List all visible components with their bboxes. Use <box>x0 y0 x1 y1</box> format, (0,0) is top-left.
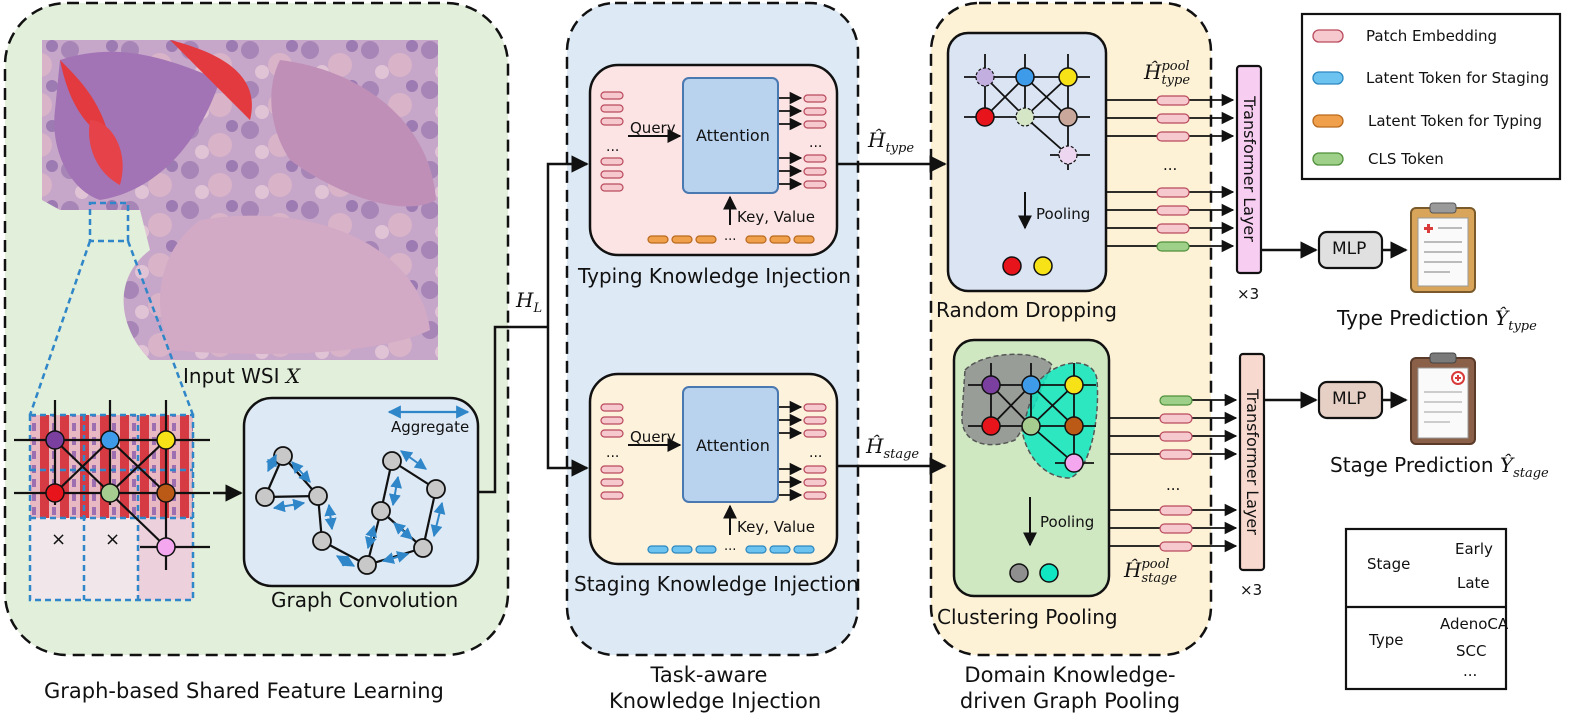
mlp-type <box>1317 230 1384 270</box>
legend-label-cls: CLS Token <box>1368 150 1444 168</box>
type-report-icon <box>1410 202 1476 293</box>
type-prediction-label: Type Prediction Ŷtype <box>1337 306 1537 334</box>
mlp-type-label: MLP <box>1332 239 1367 259</box>
legend-box <box>1300 12 1562 181</box>
typing-right-tokens <box>803 94 827 189</box>
stage-token-dots: ... <box>1166 476 1181 494</box>
pooling-title-line2: driven Graph Pooling <box>959 689 1181 714</box>
legend-label-typing: Latent Token for Typing <box>1368 112 1543 130</box>
table-stage-late: Late <box>1457 574 1490 592</box>
mlp-stage <box>1317 380 1384 420</box>
staging-right-tokens <box>803 403 827 500</box>
staging-latent-tokens <box>647 545 815 554</box>
typing-right-dots: ... <box>809 135 823 151</box>
h-stage-label: Ĥstage <box>866 434 920 462</box>
stage-prediction-label: Stage Prediction Ŷstage <box>1330 453 1549 481</box>
typing-key-value-label: Key, Value <box>737 208 815 226</box>
staging-left-dots: ... <box>606 445 620 461</box>
injection-section-title: Task-aware Knowledge Injection <box>609 662 822 715</box>
typing-injection-label: Typing Knowledge Injection <box>578 264 851 288</box>
legend-swatch-2 <box>1312 114 1344 128</box>
staging-attention-label: Attention <box>696 436 770 455</box>
staging-right-dots: ... <box>809 445 823 461</box>
table-type-adenoca: AdenoCA <box>1440 615 1509 633</box>
typing-left-dots: ... <box>606 139 620 155</box>
graph-conv-label: Graph Convolution <box>271 588 459 612</box>
legend-swatch-0 <box>1312 29 1344 43</box>
staging-injection-label: Staging Knowledge Injection <box>574 572 859 596</box>
table-stage-label: Stage <box>1367 555 1411 573</box>
wsi-image <box>42 40 438 360</box>
aggregate-label: Aggregate <box>391 418 470 436</box>
staging-attention-block <box>682 386 779 503</box>
label-table <box>1344 527 1508 691</box>
type-token-dots: ... <box>1163 156 1178 174</box>
typing-attention-label: Attention <box>696 126 770 145</box>
legend-swatch-3 <box>1312 152 1344 166</box>
shared-section-title: Graph-based Shared Feature Learning <box>44 679 444 703</box>
transformer-stage-label: Transformer Layer <box>1243 389 1262 535</box>
table-type-more: ... <box>1463 662 1478 680</box>
pooling-title-line1: Domain Knowledge- <box>964 663 1176 687</box>
stage-report-icon <box>1410 352 1476 445</box>
typing-query-label: Query <box>630 119 676 137</box>
legend-label-staging: Latent Token for Staging <box>1366 69 1549 87</box>
legend-label-patch: Patch Embedding <box>1366 27 1498 45</box>
type-times3-label: ×3 <box>1237 285 1260 303</box>
table-stage-early: Early <box>1455 540 1493 558</box>
pooling-section-title: Domain Knowledge- driven Graph Pooling <box>955 662 1185 715</box>
cross-mark-2: × <box>105 529 121 550</box>
table-type-label: Type <box>1369 631 1404 649</box>
typing-latent-dots: ... <box>724 229 737 244</box>
staging-left-tokens <box>600 403 624 500</box>
hl-label: HL <box>516 288 543 316</box>
transformer-type <box>1235 64 1263 275</box>
injection-title-line1: Task-aware <box>650 663 768 687</box>
staging-key-value-label: Key, Value <box>737 518 815 536</box>
typing-left-tokens <box>600 91 624 192</box>
typing-attention-block <box>682 77 779 194</box>
typing-latent-tokens <box>647 235 815 244</box>
clustering-pooling-label: Clustering Pooling <box>937 605 1118 629</box>
random-dropping-label: Random Dropping <box>936 298 1117 322</box>
h-type-label: Ĥtype <box>868 128 915 156</box>
transformer-type-label: Transformer Layer <box>1240 96 1259 242</box>
random-pooling-label: Pooling <box>1036 205 1091 223</box>
stage-times3-label: ×3 <box>1240 581 1263 599</box>
clustering-pooling-arrow-label: Pooling <box>1040 513 1095 531</box>
table-type-scc: SCC <box>1456 642 1487 660</box>
input-wsi-label: Input WSI X <box>183 364 301 388</box>
mlp-stage-label: MLP <box>1332 389 1367 409</box>
staging-query-label: Query <box>630 428 676 446</box>
staging-latent-dots: ... <box>724 539 737 554</box>
transformer-stage <box>1238 352 1266 572</box>
injection-title-line2: Knowledge Injection <box>609 689 822 714</box>
cross-mark-1: × <box>51 529 67 550</box>
wsi-zoom-box <box>88 201 130 243</box>
random-dropping-box <box>946 31 1108 293</box>
legend-swatch-1 <box>1312 71 1344 85</box>
patch-grid <box>14 400 210 602</box>
